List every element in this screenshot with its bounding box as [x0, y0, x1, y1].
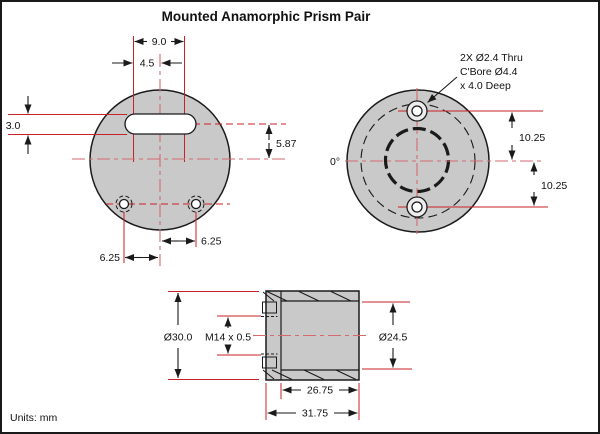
section-hatch-lines — [262, 291, 357, 380]
dim-slot-height-label: 3.0 — [6, 120, 21, 132]
cbore-hole-bottom — [406, 196, 428, 218]
front-slot — [124, 113, 197, 135]
dim-outer-dia-label: Ø30.0 — [164, 332, 193, 344]
dim-thread-label: M14 x 0.5 — [205, 332, 251, 344]
cbore-callout: 2X Ø2.4 Thru C'Bore Ø4.4 x 4.0 Deep — [427, 52, 523, 103]
dim-hole-bottom-label: 10.25 — [541, 180, 567, 192]
back-view-dimensions: 10.25 10.25 — [508, 112, 567, 206]
thread-profile — [261, 301, 278, 369]
side-view-centerlines — [168, 291, 412, 420]
front-mount-hole-left — [115, 195, 133, 213]
front-mount-hole-right — [187, 195, 205, 213]
side-view-dimensions: Ø30.0 M14 x 0.5 Ø24.5 26.75 31.75 — [164, 293, 408, 420]
units-label: Units: mm — [10, 412, 58, 424]
cbore-hole-top — [406, 100, 428, 122]
dim-inner-dia-label: Ø24.5 — [379, 332, 408, 344]
page-title: Mounted Anamorphic Prism Pair — [162, 9, 372, 24]
dim-slot-half-label: 4.5 — [140, 58, 155, 70]
dim-total-length-label: 31.75 — [302, 408, 328, 420]
back-view: 0° 2X Ø2.4 Thru C'Bore Ø4.4 x 4.0 Deep 1… — [330, 52, 567, 236]
front-view: 9.0 4.5 3.0 5.87 6.25 6.25 — [6, 36, 297, 266]
dim-body-length-label: 26.75 — [307, 385, 333, 397]
threaded-bore-circle — [383, 126, 451, 194]
front-view-centerlines — [8, 36, 286, 266]
dim-hole-top-label: 10.25 — [519, 132, 545, 144]
front-view-dimensions: 9.0 4.5 3.0 5.87 6.25 6.25 — [6, 36, 297, 264]
dim-slot-offset-label: 5.87 — [276, 138, 297, 150]
angle-zero-label: 0° — [330, 156, 340, 168]
side-section-view: Ø30.0 M14 x 0.5 Ø24.5 26.75 31.75 — [164, 290, 412, 420]
callout-line1: 2X Ø2.4 Thru — [460, 52, 523, 64]
callout-line2: C'Bore Ø4.4 — [460, 66, 518, 78]
dim-hole-right-label: 6.25 — [201, 236, 222, 248]
callout-leader-line — [427, 76, 458, 103]
dim-slot-span-label: 9.0 — [152, 36, 167, 48]
dim-hole-left-label: 6.25 — [100, 252, 121, 264]
callout-line3: x 4.0 Deep — [460, 80, 511, 92]
